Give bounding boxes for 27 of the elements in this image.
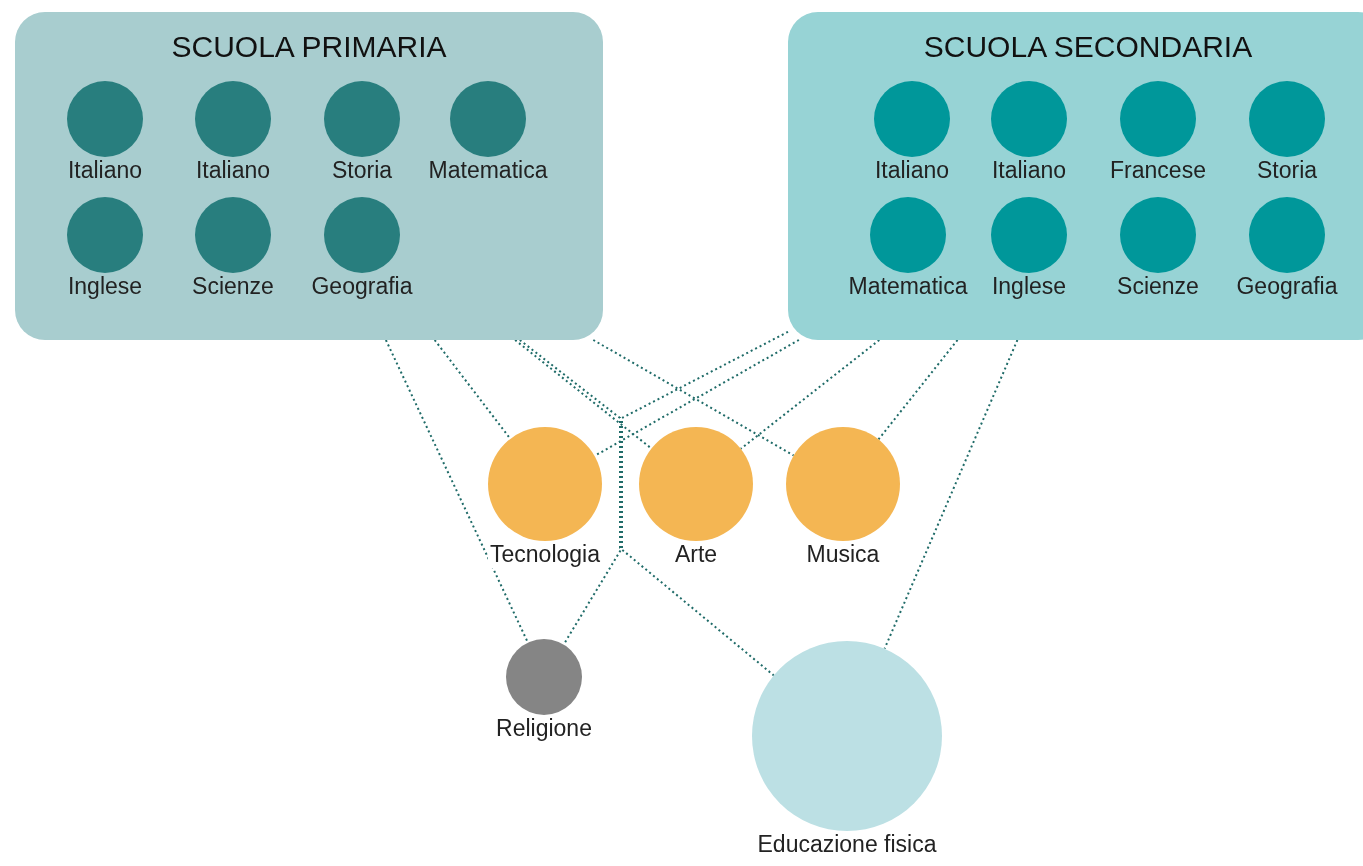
dotted-connector <box>514 339 653 450</box>
subject-label: Francese <box>1109 157 1207 184</box>
dotted-connector <box>739 339 881 450</box>
subject-label: Scienze <box>191 273 275 300</box>
subject-label: Inglese <box>66 273 144 300</box>
school-panel <box>15 12 603 340</box>
subject-label: Tecnologia <box>488 541 602 568</box>
subject-label: Italiano <box>194 157 272 184</box>
dotted-connector <box>433 339 512 440</box>
panel-title: SCUOLA PRIMARIA <box>170 30 448 64</box>
subject-label: Religione <box>494 715 594 742</box>
subject-label: Scienze <box>1116 273 1200 300</box>
subject-label: Matematica <box>427 157 549 184</box>
subject-label: Storia <box>330 157 394 184</box>
panel-title: SCUOLA SECONDARIA <box>922 30 1254 64</box>
subject-label: Inglese <box>990 273 1068 300</box>
subject-label: Italiano <box>990 157 1068 184</box>
subject-label: Italiano <box>873 157 951 184</box>
subject-label: Matematica <box>847 273 969 300</box>
dotted-connector <box>384 339 529 644</box>
dotted-connector <box>877 339 959 441</box>
dotted-connector <box>518 339 775 677</box>
subject-label: Geografia <box>1235 273 1339 300</box>
subject-label: Geografia <box>310 273 414 300</box>
subject-label: Storia <box>1255 157 1319 184</box>
subject-label: Italiano <box>66 157 144 184</box>
school-panel <box>788 12 1363 340</box>
